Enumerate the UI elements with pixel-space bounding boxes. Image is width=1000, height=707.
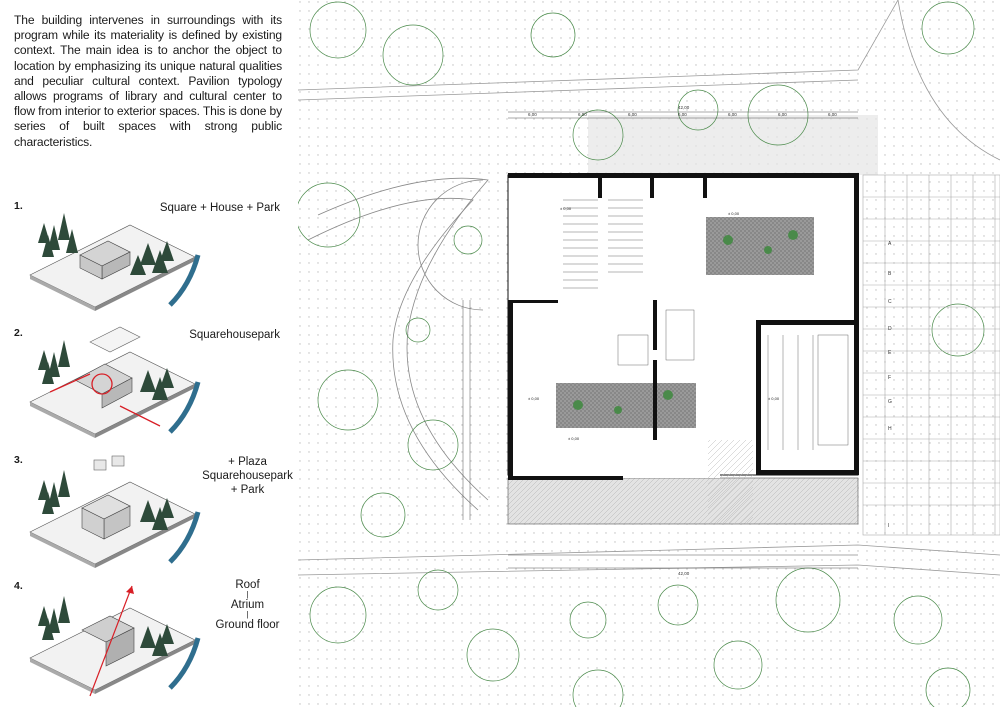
grid-letters: A B C D E F G H I (888, 241, 892, 529)
covered-terrace (507, 477, 859, 525)
grid-letter: D (888, 326, 892, 332)
grid-letter: A (888, 241, 892, 247)
tree-canopies (298, 1, 985, 707)
axo-diagram-3 (29, 455, 201, 568)
dimension-label: 6,00 (628, 112, 637, 117)
axo-diagram-4 (29, 585, 201, 697)
step-3-caption: + Plaza Squarehousepark + Park (200, 455, 295, 497)
step-2-caption-line: Squarehousepark (189, 329, 280, 341)
building-plan: ± 0,00 ± 0,00 ± 0,00 ± 0,00 ± 0,00 (507, 173, 859, 525)
level-label: ± 0,00 (528, 396, 540, 401)
entrance-paving (588, 115, 878, 175)
step-4-number: 4. (14, 580, 23, 592)
step-2-caption: Squarehousepark (189, 328, 280, 342)
structural-walls (508, 173, 859, 480)
grid-letter: C (888, 299, 892, 305)
dimension-label: 6,00 (778, 112, 787, 117)
step-3-caption-line-2: Squarehousepark (202, 470, 293, 482)
step-1-number: 1. (14, 200, 23, 212)
left-text-panel: The building intervenes in surroundings … (0, 0, 298, 707)
axo-diagram-2 (29, 326, 201, 438)
grid-letter: G (888, 399, 892, 405)
step-3-number: 3. (14, 454, 23, 466)
step-4-caption-line-1: Roof (235, 579, 260, 591)
level-label: ± 0,00 (560, 206, 572, 211)
level-label: ± 0,00 (768, 396, 780, 401)
dimension-label: 6,00 (678, 112, 687, 117)
grid-letter: B (888, 271, 892, 277)
axo-diagram-1 (29, 213, 201, 311)
grid-letter: F (888, 375, 891, 381)
courtyard-planting (573, 230, 798, 414)
grid-letter: I (888, 523, 889, 529)
dimension-label: 6,00 (578, 112, 587, 117)
paving-grid (862, 174, 1000, 536)
caption-separator: | (246, 610, 249, 619)
overall-dimension-bottom: 42,00 (678, 571, 690, 576)
step-4-caption-line-2: Atrium (230, 599, 265, 611)
dimension-label: 6,00 (528, 112, 537, 117)
furniture-layout (563, 199, 849, 450)
grid-letter: H (888, 426, 892, 432)
step-1-caption: Square + House + Park (160, 201, 280, 215)
step-4-caption: Roof | Atrium | Ground floor (200, 578, 295, 632)
grid-letter: E (888, 350, 892, 356)
site-floor-plan: A B C D E F G H I 42,00 6,00 6,00 6,00 6… (298, 0, 1000, 707)
step-3-caption-line-1: + Plaza (228, 456, 267, 468)
caption-separator: | (246, 590, 249, 599)
intro-paragraph: The building intervenes in surroundings … (14, 13, 282, 149)
dimension-label: 6,00 (828, 112, 837, 117)
level-labels: ± 0,00 ± 0,00 ± 0,00 ± 0,00 ± 0,00 (528, 206, 780, 441)
dimension-lines (462, 111, 858, 569)
level-label: ± 0,00 (728, 211, 740, 216)
step-1-caption-line: Square + House + Park (159, 202, 280, 214)
step-4-caption-line-3: Ground floor (215, 619, 280, 631)
step-2-number: 2. (14, 327, 23, 339)
dimension-label: 6,00 (728, 112, 737, 117)
overall-dimension-top: 42,00 (678, 105, 690, 110)
courtyard-1 (706, 217, 814, 275)
level-label: ± 0,00 (568, 436, 580, 441)
dimension-labels: 42,00 6,00 6,00 6,00 6,00 6,00 6,00 6,00… (528, 105, 837, 576)
step-3-caption-line-3: + Park (230, 484, 265, 496)
